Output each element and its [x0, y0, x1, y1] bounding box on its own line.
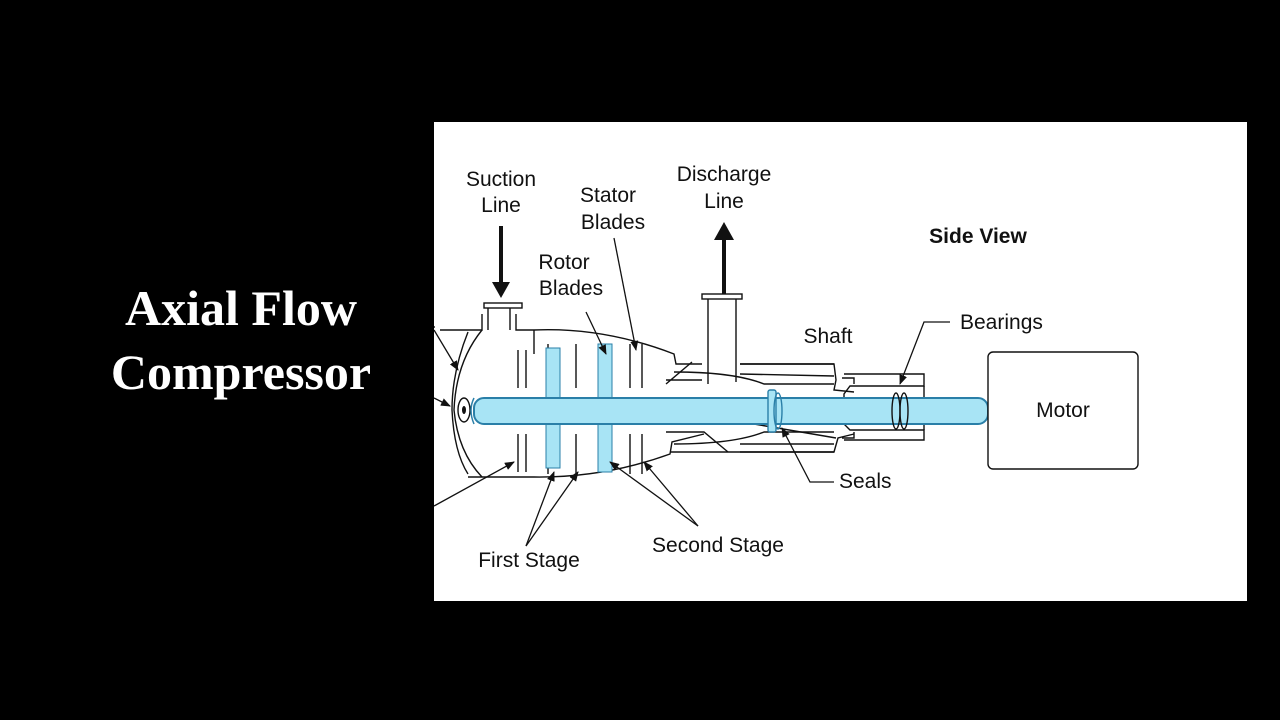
side-view-label: Side View [929, 225, 1027, 248]
title-line-1: Axial Flow [125, 280, 357, 336]
discharge-pipe [701, 293, 743, 384]
seals [767, 389, 783, 433]
suction-arrow [492, 226, 510, 298]
discharge-line-label-2: Line [704, 190, 744, 213]
bearings-label: Bearings [960, 311, 1043, 334]
rotor-blades-label-2: Blades [539, 277, 603, 300]
suction-flange [483, 302, 523, 309]
leader-lines [434, 237, 950, 547]
second-stage-label: Second Stage [652, 534, 784, 557]
motor-label: Motor [1036, 399, 1090, 422]
seals-label: Seals [839, 470, 892, 493]
rotor-blades-label-1: Rotor [538, 251, 589, 274]
suction-line-label-1: Suction [466, 168, 536, 191]
title-line-2: Compressor [110, 344, 372, 400]
compressor-diagram: Suction Line Stator Blades Rotor Blades … [434, 122, 1247, 601]
motor-box [987, 351, 1139, 470]
stator-blades-label-2: Blades [581, 211, 645, 234]
suction-line-label-2: Line [481, 194, 521, 217]
compressor-casing [434, 308, 925, 478]
shaft-label: Shaft [803, 325, 852, 348]
first-stage-label: First Stage [478, 549, 580, 572]
slide-title: Axial Flow Compressor [100, 276, 382, 404]
discharge-line-label-1: Discharge [677, 163, 772, 186]
bearings [891, 392, 909, 430]
shaft [457, 397, 989, 425]
discharge-arrow [714, 222, 734, 294]
stator-blades-label-1: Stator [580, 184, 636, 207]
